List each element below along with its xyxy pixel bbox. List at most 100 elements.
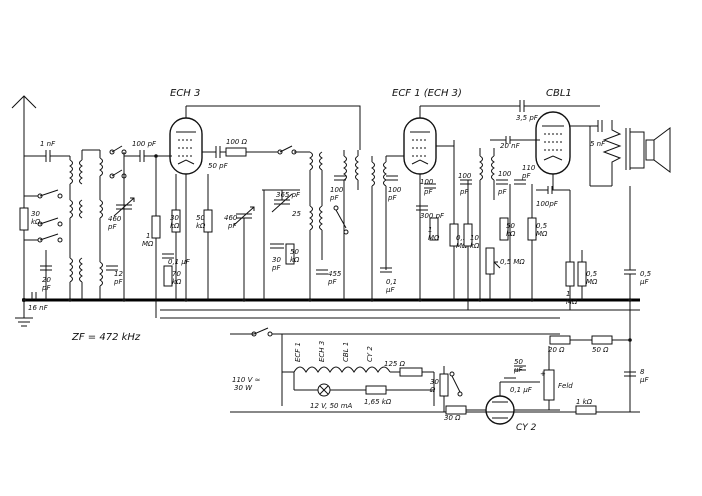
resistor-50k-c	[499, 217, 509, 241]
pilot-lamp-icon	[317, 383, 331, 397]
label-460pf-a1: 460	[108, 215, 122, 223]
label-125ohm: 125 Ω	[384, 360, 406, 368]
label-1kohm: 1 kΩ	[576, 398, 593, 406]
label-50k-c2: kΩ	[506, 230, 516, 238]
label-05mohm-b1: 0,5	[536, 222, 548, 230]
label-01mohm-2: MΩ	[456, 242, 468, 250]
resistor-30k-antenna	[19, 207, 29, 231]
label-100pf-d2: pF	[459, 188, 469, 196]
plus-sign: +	[540, 370, 546, 378]
label-30k-a1: 30	[31, 210, 40, 218]
label-460pf-b2: pF	[227, 222, 237, 230]
ecf1-label: ECF 1 (ECH 3)	[392, 88, 462, 99]
label-50k-a2: kΩ	[196, 222, 206, 230]
resistor-20ohm	[549, 335, 571, 345]
label-20pf-1: 20	[42, 276, 51, 284]
oscillator-coils	[309, 151, 323, 300]
label-20ohm: 20 Ω	[548, 346, 565, 354]
mains-label-2: 30 W	[234, 384, 253, 392]
band-switch-antenna	[24, 189, 63, 243]
resistor-30ohm-b	[445, 405, 467, 415]
resistor-1kohm	[575, 405, 597, 415]
label-50k-b2: kΩ	[290, 256, 300, 264]
antenna-coils	[69, 149, 103, 300]
resistor-30ohm-a	[439, 373, 449, 397]
label-20pf-2: pF	[41, 284, 51, 292]
if-transformer-1	[343, 150, 359, 300]
label-460pf-a2: pF	[107, 223, 117, 231]
volume-potentiometer	[485, 247, 495, 275]
label-1mohm-a1: 1	[146, 232, 150, 240]
resistor-1mohm-c	[565, 261, 575, 287]
tuning-cap-460pf-a	[113, 197, 135, 217]
label-field: Feld	[558, 382, 573, 390]
label-if1-1: 100	[330, 186, 344, 194]
resistor-1mohm-b	[429, 217, 439, 241]
resistor-1mohm-grid	[151, 215, 161, 239]
tube-cbl1	[535, 111, 571, 190]
label-1mohm-a2: MΩ	[142, 240, 154, 248]
resistor-05mohm-b	[527, 217, 537, 241]
label-10k-1: 10	[470, 234, 479, 242]
label-100pf-e2: pF	[497, 188, 507, 196]
detector-transformer	[479, 148, 495, 300]
label-if2-2: pF	[387, 194, 397, 202]
speaker-icon	[645, 127, 671, 173]
label-100pf-e1: 100	[498, 170, 512, 178]
tube-ecf1	[403, 106, 437, 300]
resistor-1-65k	[365, 385, 387, 395]
label-110pf-1: 110	[522, 164, 536, 172]
label-05mohm-c1: 0,5	[586, 270, 598, 278]
oscillator-switch	[277, 145, 310, 155]
label-8uf-2: µF	[639, 376, 649, 384]
label-1nf: 1 nF	[40, 140, 56, 148]
label-16nf: 16 nF	[28, 304, 49, 312]
label-70k-2: kΩ	[172, 278, 182, 286]
label-100pf-ecf-1: 100	[420, 178, 434, 186]
label-25pf: 25	[292, 210, 301, 218]
label-50ohm: 50 Ω	[592, 346, 609, 354]
label-30k-a2: kΩ	[31, 218, 41, 226]
label-12pf-1: 12	[114, 270, 123, 278]
label-05uf-1: 0,5	[640, 270, 652, 278]
label-05mohm-c2: MΩ	[586, 278, 598, 286]
heater-ech3: ECH 3	[318, 341, 326, 362]
label-01uf-a: 0,1 µF	[168, 258, 191, 266]
label-30ohm-a2: Ω	[429, 386, 436, 394]
label-lamp: 12 V, 50 mA	[310, 402, 353, 410]
label-100pf-f: 100pF	[536, 200, 559, 208]
label-01uf-b1: 0,1	[386, 278, 397, 286]
label-10k-2: kΩ	[470, 242, 480, 250]
label-05mohm-vol: 0,5 MΩ	[500, 258, 525, 266]
label-01uf-b2: µF	[385, 286, 395, 294]
label-20nf: 20 nF	[500, 142, 521, 150]
antenna	[11, 95, 37, 300]
ech3-label: ECH 3	[170, 88, 200, 99]
label-100pf-grid: 100 pF	[132, 140, 157, 148]
label-50uf-2: µF	[513, 366, 523, 374]
label-30k-o2: kΩ	[170, 222, 180, 230]
tuning-cap-365pf	[262, 189, 300, 213]
label-30pf-1: 30	[272, 256, 281, 264]
label-01uf-c: 0,1 µF	[510, 386, 533, 394]
label-1mohm-b2: MΩ	[428, 234, 440, 242]
label-50k-b1: 50	[290, 248, 299, 256]
tuning-cap-460pf-b	[233, 206, 255, 300]
label-30k-o1: 30	[170, 214, 179, 222]
heater-ecf1: ECF 1	[294, 342, 302, 362]
cbl1-label: CBL1	[546, 88, 572, 99]
label-01mohm-1: 0,1	[456, 234, 467, 242]
label-1mohm-b1: 1	[428, 226, 432, 234]
junction-dots	[68, 154, 632, 342]
earth-symbol	[15, 300, 33, 327]
label-50k-c1: 50	[506, 222, 515, 230]
label-05mohm-b2: MΩ	[536, 230, 548, 238]
heater-chain	[282, 366, 400, 373]
label-50pf-osc: 50 pF	[208, 162, 229, 170]
resistor-125ohm	[399, 367, 423, 377]
label-100pf-d1: 100	[458, 172, 472, 180]
heater-cy2: CY 2	[366, 346, 374, 362]
resistor-50ohm	[591, 335, 613, 345]
label-30pf-2: pF	[271, 264, 281, 272]
